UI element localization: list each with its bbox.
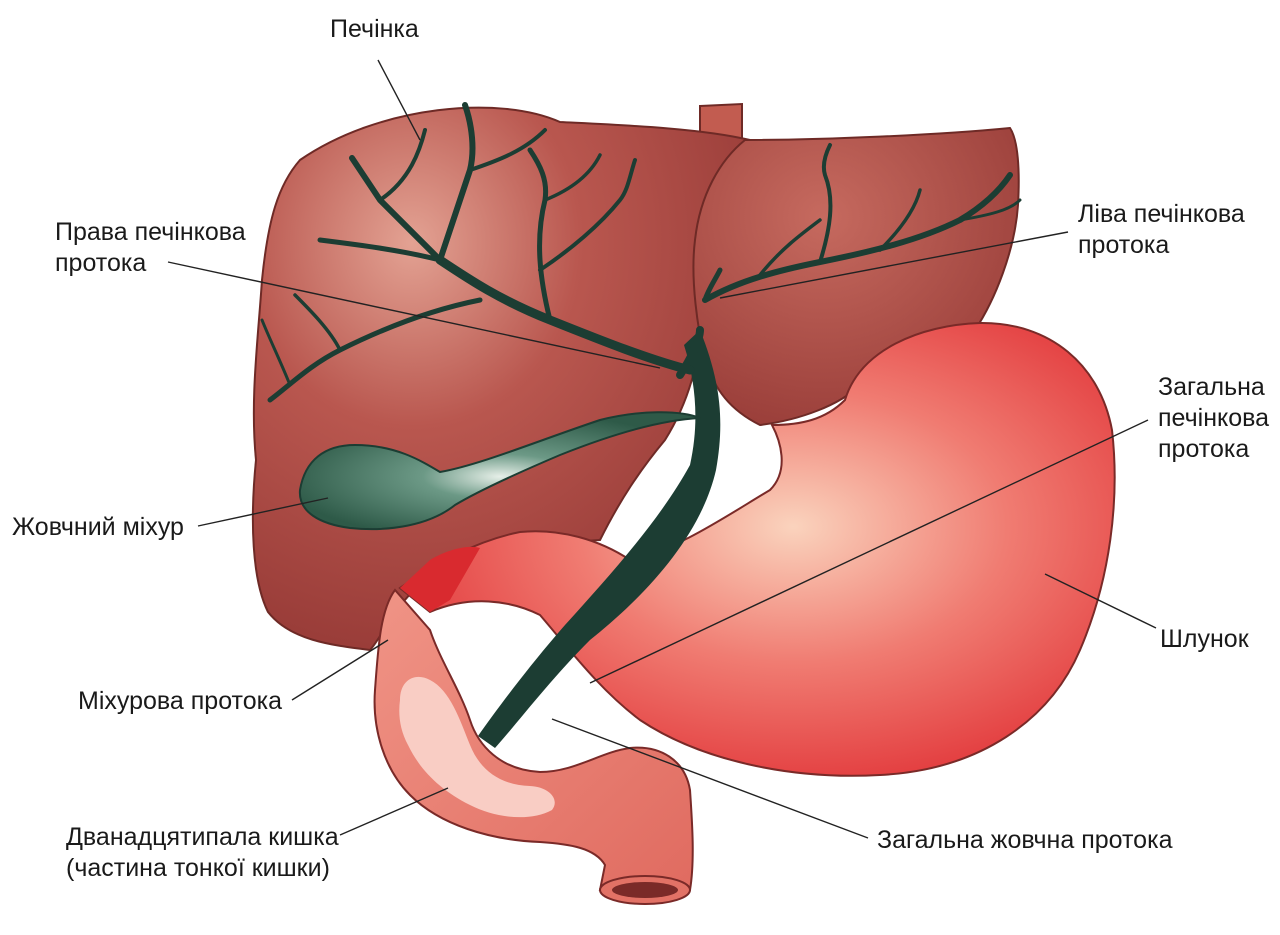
- leader-lines: [167, 59, 1157, 839]
- pylorus-band: [400, 546, 480, 612]
- label-right-hepatic-duct: Права печінкова протока: [55, 218, 246, 277]
- label-common-bile-duct: Загальна жовчна протока: [877, 826, 1173, 854]
- label-common-hepatic-duct: Загальна печінкова протока: [1158, 373, 1270, 463]
- duodenum-lumen: [399, 676, 555, 818]
- label-stomach: Шлунок: [1160, 625, 1249, 653]
- duodenum-opening-inner: [612, 882, 678, 898]
- label-gallbladder: Жовчний міхур: [12, 513, 184, 541]
- label-duodenum: Дванадцятипала кишка (частина тонкої киш…: [66, 823, 339, 882]
- gallbladder: [298, 411, 701, 531]
- common-bile-duct-shape: [478, 330, 721, 748]
- duodenum: [373, 588, 694, 891]
- label-left-hepatic-duct: Ліва печінкова протока: [1078, 200, 1245, 259]
- bile-duct-tree: [260, 102, 1022, 403]
- label-liver: Печінка: [330, 15, 419, 43]
- label-cystic-duct: Міхурова протока: [78, 687, 283, 715]
- stomach: [398, 321, 1116, 777]
